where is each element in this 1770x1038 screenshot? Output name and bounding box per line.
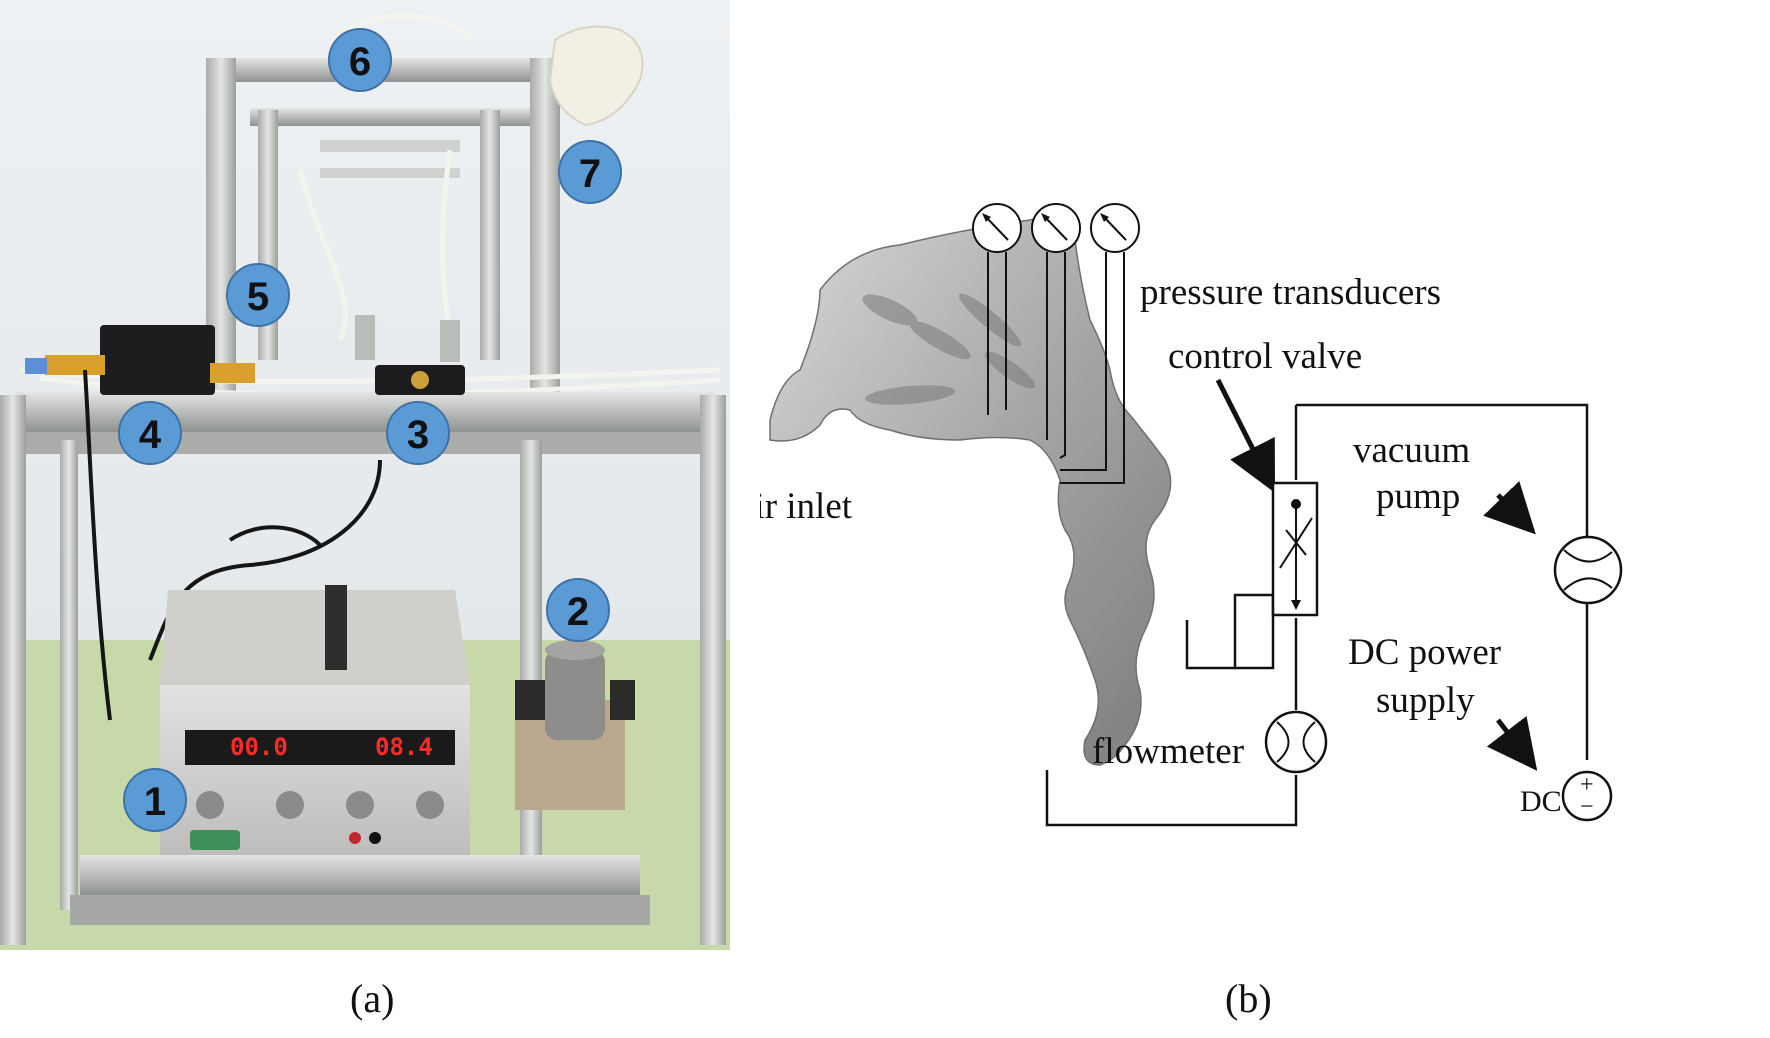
svg-text:3: 3: [407, 413, 429, 457]
flowmeter-device: [25, 325, 255, 395]
floor-rail: [70, 895, 650, 925]
vacuum-pump-device: [515, 640, 635, 810]
airway-shading: [862, 293, 1035, 405]
svg-text:4: 4: [139, 413, 162, 457]
flowmeter-symbol: [1264, 710, 1328, 774]
vacuum-pump-symbol: [1553, 535, 1623, 605]
pressure-gauge-1: [972, 203, 1022, 253]
svg-text:2: 2: [567, 590, 589, 634]
pressure-sensor-left: [355, 315, 375, 360]
airway-model-white: [548, 25, 644, 127]
bottom-rail: [80, 855, 640, 895]
air-inlet-label: air inlet: [760, 486, 853, 527]
dc-plus-sign: +: [1580, 772, 1594, 798]
lcd-left-readout: 00.0: [230, 733, 288, 761]
pressure-gauge-2: [1031, 203, 1081, 253]
gauge-tubes: [987, 252, 1125, 484]
dc-power-label-line1: DC power: [1348, 632, 1501, 673]
pressure-transducers-label: pressure transducers: [1140, 272, 1441, 313]
marker-6: 6: [328, 28, 392, 92]
marker-1: 1: [123, 768, 187, 832]
caption-b: (b): [1225, 976, 1272, 1021]
svg-text:5: 5: [247, 275, 269, 319]
vacuum-pump-label-line2: pump: [1376, 476, 1460, 517]
top-cube-frame: [206, 58, 566, 398]
control-valve-device: [375, 365, 465, 395]
experimental-setup-photo: 00.0 08.4 1 2 3 4 5 6: [0, 0, 730, 950]
control-valve-label: control valve: [1168, 336, 1362, 377]
dc-power-arrow: [1486, 715, 1538, 771]
airway-model-3d: [769, 216, 1172, 766]
schematic-diagram: air inlet pressure transducers control v…: [760, 203, 1623, 827]
lcd-right-readout: 08.4: [375, 733, 433, 761]
marker-4: 4: [118, 401, 182, 465]
pressure-sensor-right: [440, 320, 460, 362]
marker-7: 7: [558, 140, 622, 204]
dc-label: DC: [1520, 785, 1562, 818]
marker-3: 3: [386, 401, 450, 465]
control-valve-arrow: [1215, 378, 1276, 493]
control-valve-symbol: [1271, 481, 1319, 617]
marker-5: 5: [226, 263, 290, 327]
dc-source-symbol: + −: [1561, 770, 1613, 822]
svg-text:7: 7: [579, 152, 601, 196]
dc-power-label-line2: supply: [1376, 680, 1475, 721]
svg-text:1: 1: [144, 780, 166, 824]
marker-2: 2: [546, 578, 610, 642]
flowmeter-label: flowmeter: [1092, 731, 1244, 772]
dc-minus-sign: −: [1580, 794, 1594, 820]
circuit-lines: [1045, 403, 1589, 827]
vacuum-pump-arrow: [1483, 481, 1536, 535]
dc-power-supply: 00.0 08.4: [160, 585, 470, 855]
vacuum-pump-label-line1: vacuum: [1353, 430, 1470, 471]
caption-a: (a): [350, 976, 395, 1021]
pressure-gauge-3: [1090, 203, 1140, 253]
svg-text:6: 6: [349, 40, 371, 84]
